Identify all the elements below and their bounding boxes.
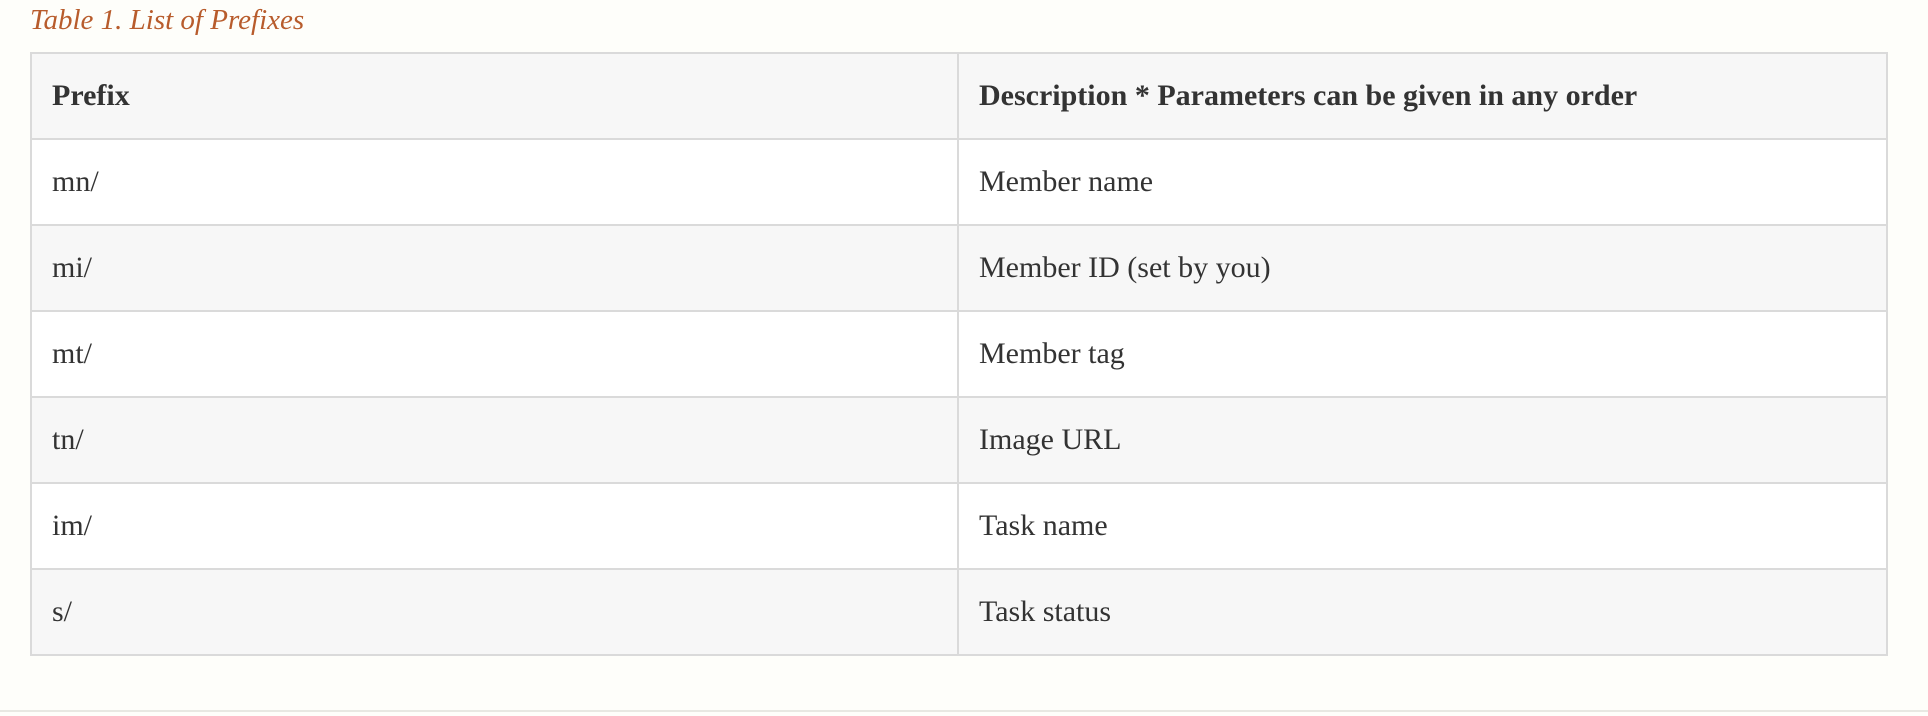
column-header-description: Description * Parameters can be given in…: [957, 52, 1888, 140]
description-cell: Member ID (set by you): [957, 224, 1888, 312]
table-row: im/ Task name: [30, 482, 1888, 570]
prefix-cell: s/: [30, 568, 959, 656]
table-row: s/ Task status: [30, 568, 1888, 656]
table-caption: Table 1. List of Prefixes: [30, 4, 305, 36]
table-row: tn/ Image URL: [30, 396, 1888, 484]
page-bottom-divider: [0, 710, 1928, 712]
description-cell: Task status: [957, 568, 1888, 656]
prefix-table: Prefix Description * Parameters can be g…: [30, 52, 1888, 656]
table-header-row: Prefix Description * Parameters can be g…: [30, 52, 1888, 140]
description-cell: Member tag: [957, 310, 1888, 398]
prefix-cell: mn/: [30, 138, 959, 226]
table-row: mt/ Member tag: [30, 310, 1888, 398]
prefix-cell: mt/: [30, 310, 959, 398]
prefix-cell: tn/: [30, 396, 959, 484]
description-cell: Member name: [957, 138, 1888, 226]
table-row: mi/ Member ID (set by you): [30, 224, 1888, 312]
column-header-prefix: Prefix: [30, 52, 959, 140]
prefix-cell: mi/: [30, 224, 959, 312]
description-cell: Image URL: [957, 396, 1888, 484]
table-row: mn/ Member name: [30, 138, 1888, 226]
prefix-cell: im/: [30, 482, 959, 570]
description-cell: Task name: [957, 482, 1888, 570]
